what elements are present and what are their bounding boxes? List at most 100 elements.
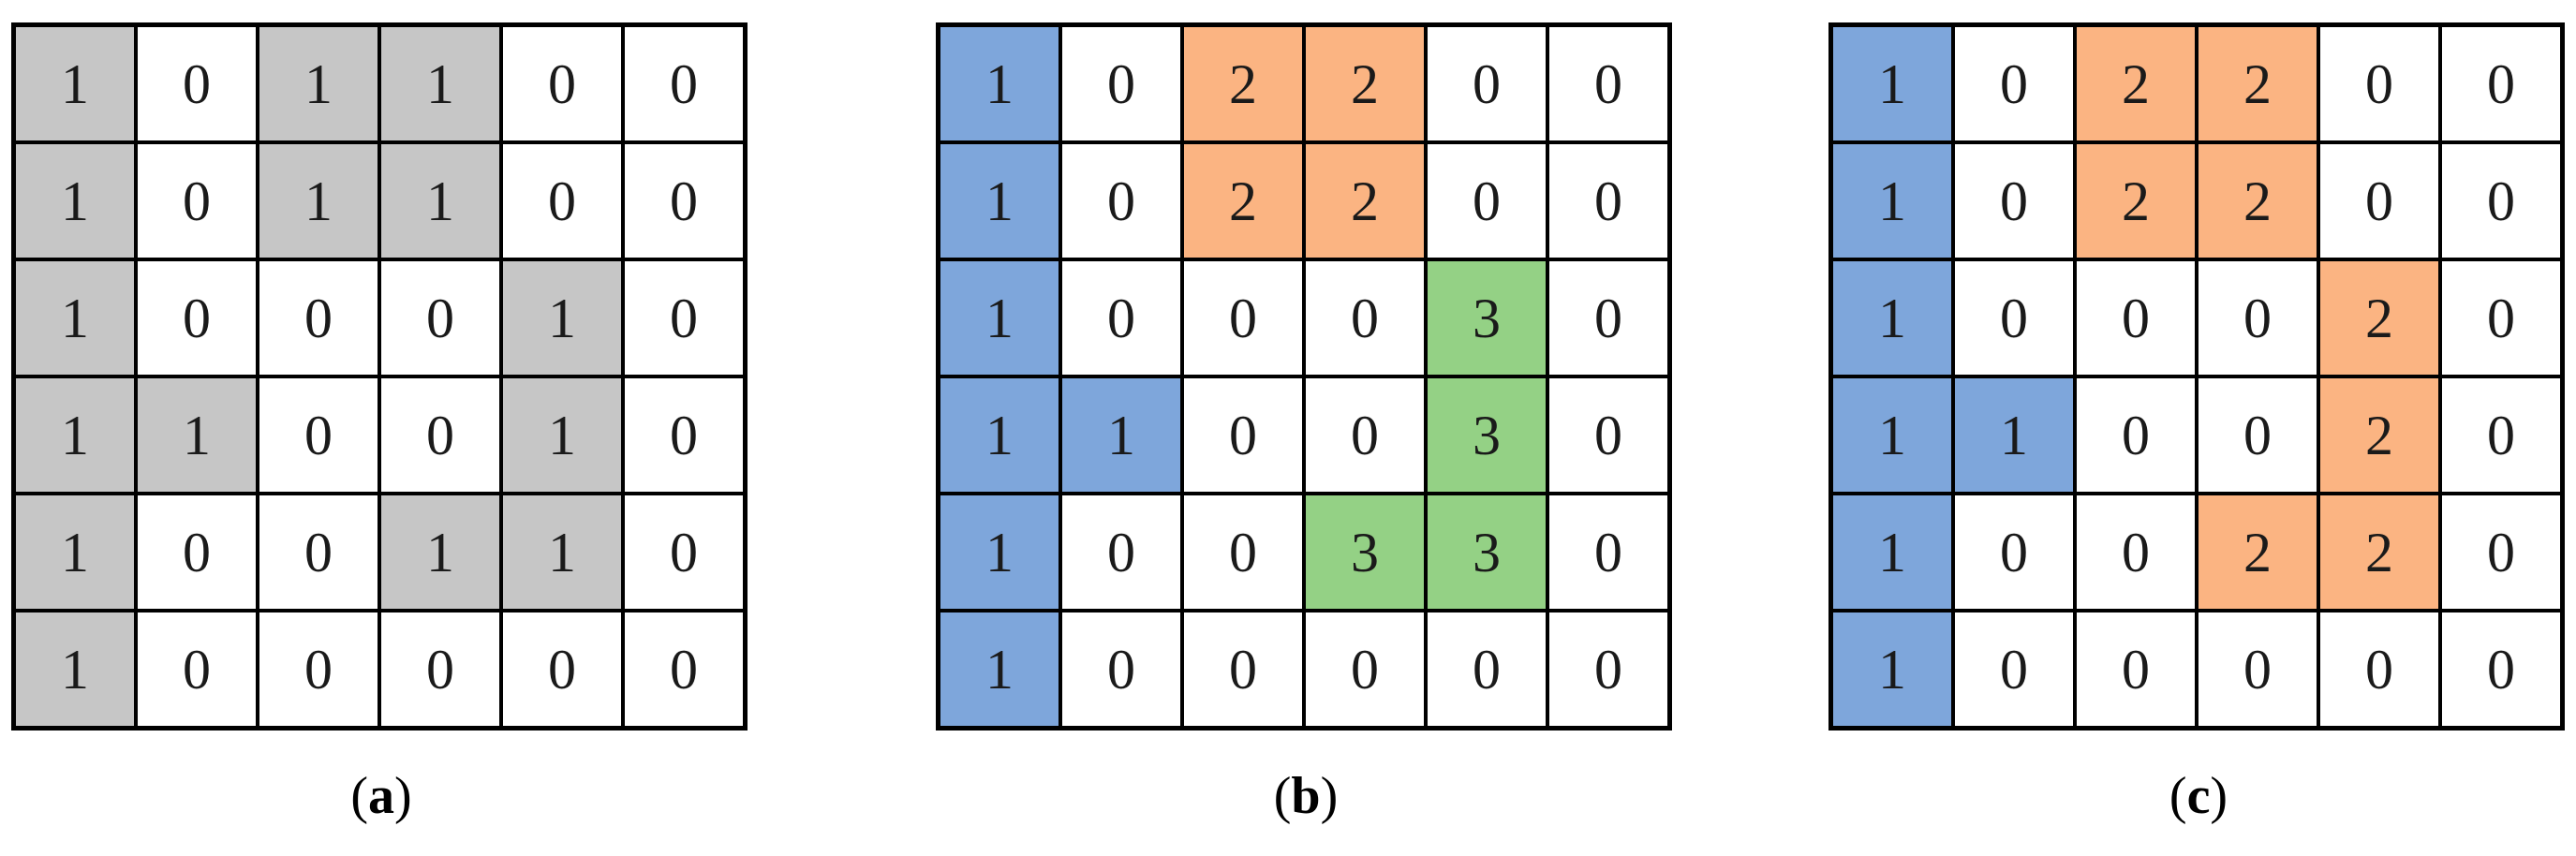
grid-cell-a-r3c5: 1 [501,259,623,376]
caption-open-paren: ( [350,767,368,825]
grid-cell-c-r3c5: 2 [2318,259,2440,376]
grid-cell-c-r4c3: 0 [2075,376,2197,494]
grid-cell-b-r4c5: 3 [1426,376,1547,494]
grid-cell-a-r1c6: 0 [623,25,745,142]
grid-cell-a-r5c1: 1 [14,494,136,611]
grid-cell-a-r6c6: 0 [623,611,745,728]
grid-cell-a-r4c3: 0 [258,376,379,494]
grid-cell-c-r5c5: 2 [2318,494,2440,611]
caption-open-paren: ( [2169,767,2187,825]
grid-cell-c-r2c6: 0 [2440,142,2562,259]
grid-cell-c-r3c6: 0 [2440,259,2562,376]
grid-cell-b-r1c5: 0 [1426,25,1547,142]
grid-cell-c-r3c2: 0 [1953,259,2075,376]
grid-cell-a-r2c1: 1 [14,142,136,259]
grid-cell-c-r4c1: 1 [1831,376,1953,494]
grid-cell-c-r5c2: 0 [1953,494,2075,611]
caption-letter: b [1291,767,1321,825]
grid-cell-c-r4c6: 0 [2440,376,2562,494]
grid-cell-a-r3c3: 0 [258,259,379,376]
grid-cell-b-r5c1: 1 [939,494,1060,611]
grid-cell-c-r1c6: 0 [2440,25,2562,142]
grid-cell-b-r2c5: 0 [1426,142,1547,259]
grid-cell-a-r2c4: 1 [379,142,501,259]
grid-cell-c-r2c1: 1 [1831,142,1953,259]
grid-cell-b-r2c6: 0 [1547,142,1669,259]
grid-cell-a-r3c6: 0 [623,259,745,376]
grid-cell-b-r3c2: 0 [1060,259,1182,376]
grid-cell-a-r4c5: 1 [501,376,623,494]
grid-cell-c-r3c4: 0 [2197,259,2318,376]
grid-cell-a-r1c3: 1 [258,25,379,142]
grid-cell-b-r4c1: 1 [939,376,1060,494]
grid-cell-c-r2c4: 2 [2197,142,2318,259]
grid-cell-b-r1c3: 2 [1182,25,1304,142]
panel-caption: (a) [11,766,751,826]
grid-cell-b-r4c3: 0 [1182,376,1304,494]
caption-close-paren: ) [394,767,412,825]
grid-cell-c-r1c1: 1 [1831,25,1953,142]
grid-cell-b-r4c2: 1 [1060,376,1182,494]
grid-cell-a-r3c1: 1 [14,259,136,376]
grid-cell-b-r6c6: 0 [1547,611,1669,728]
grid-cell-c-r1c5: 0 [2318,25,2440,142]
grid-cell-c-r6c2: 0 [1953,611,2075,728]
grid-cell-b-r4c4: 0 [1304,376,1426,494]
grid-cell-a-r1c2: 0 [136,25,258,142]
grid-cell-b-r6c5: 0 [1426,611,1547,728]
grid-cell-a-r5c3: 0 [258,494,379,611]
grid-cell-a-r6c4: 0 [379,611,501,728]
grid-cell-b-r3c5: 3 [1426,259,1547,376]
grid-cell-b-r5c3: 0 [1182,494,1304,611]
grid-cell-b-r3c1: 1 [939,259,1060,376]
grid-cell-a-r1c5: 0 [501,25,623,142]
grid-cell-b-r6c2: 0 [1060,611,1182,728]
grid-cell-b-r6c1: 1 [939,611,1060,728]
grid-cell-a-r1c4: 1 [379,25,501,142]
grid-cell-a-r2c3: 1 [258,142,379,259]
grid-cell-a-r5c5: 1 [501,494,623,611]
grid-cell-a-r5c6: 0 [623,494,745,611]
grid-cell-c-r1c2: 0 [1953,25,2075,142]
grid-cell-a-r4c4: 0 [379,376,501,494]
grid-cell-b-r2c1: 1 [939,142,1060,259]
grid-cell-a-r1c1: 1 [14,25,136,142]
grid-cell-a-r5c2: 0 [136,494,258,611]
caption-open-paren: ( [1273,767,1292,825]
grid-cell-c-r6c1: 1 [1831,611,1953,728]
grid-cell-c-r2c2: 0 [1953,142,2075,259]
grid-cell-c-r6c3: 0 [2075,611,2197,728]
grid-cell-c-r6c4: 0 [2197,611,2318,728]
grid-cell-a-r4c6: 0 [623,376,745,494]
caption-close-paren: ) [2210,767,2228,825]
grid-cell-b-r3c3: 0 [1182,259,1304,376]
caption-letter: c [2186,767,2211,825]
grid-cell-b-r6c3: 0 [1182,611,1304,728]
grid-cell-b-r2c2: 0 [1060,142,1182,259]
grid-cell-b-r5c6: 0 [1547,494,1669,611]
grid-cell-b-r3c4: 0 [1304,259,1426,376]
grid-cell-b-r5c4: 3 [1304,494,1426,611]
grid-cell-b-r1c1: 1 [939,25,1060,142]
grid-cell-b-r6c4: 0 [1304,611,1426,728]
grid-cell-a-r3c2: 0 [136,259,258,376]
grid-cell-c-r5c6: 0 [2440,494,2562,611]
grid-cell-c-r5c1: 1 [1831,494,1953,611]
grid-cell-c-r6c6: 0 [2440,611,2562,728]
grid-cell-b-r5c5: 3 [1426,494,1547,611]
grid-cell-c-r1c4: 2 [2197,25,2318,142]
grid-cell-a-r2c2: 0 [136,142,258,259]
grid-cell-a-r4c2: 1 [136,376,258,494]
grid-cell-c-r6c5: 0 [2318,611,2440,728]
grid-cell-a-r5c4: 1 [379,494,501,611]
grid-cell-b-r1c4: 2 [1304,25,1426,142]
grid-cell-a-r6c2: 0 [136,611,258,728]
grid-cell-b-r3c6: 0 [1547,259,1669,376]
